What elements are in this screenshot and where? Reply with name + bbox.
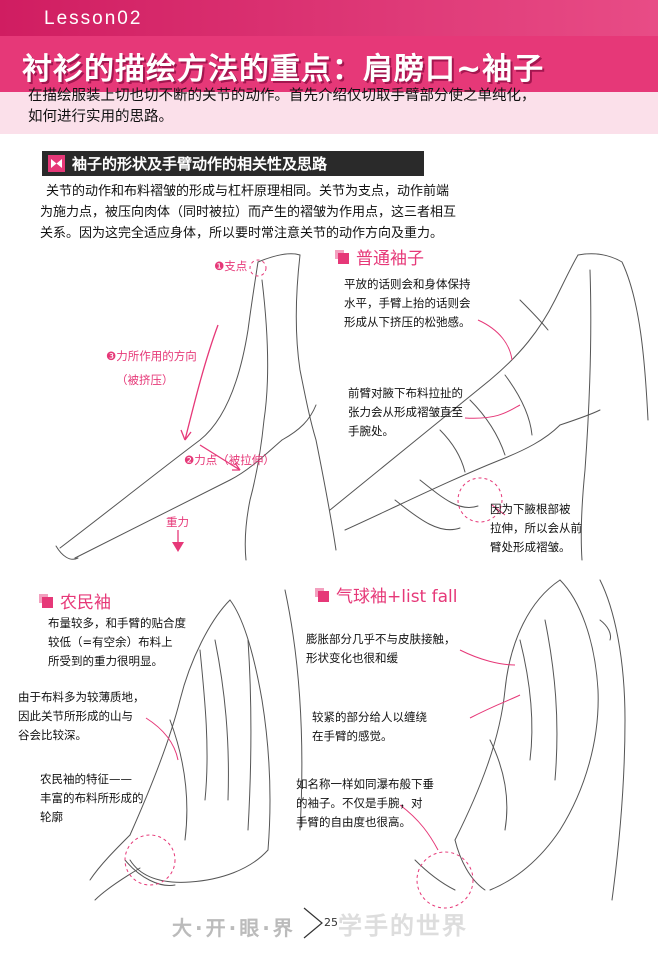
peasant-sleeve-title-text: 农民袖 [60, 593, 111, 613]
note-line: 形成从下挤压的松弛感。 [344, 315, 471, 329]
note-line: 水平，手臂上抬的话则会 [344, 296, 471, 310]
peasant-sleeve-title: 农民袖 [42, 588, 111, 613]
normal-sleeve-drawing [329, 253, 649, 561]
peasant-note-1: 布量较多，和手臂的贴合度 较低（=有空余）布料上 所受到的重力很明显。 [48, 614, 186, 671]
note-line: 的袖子。不仅是手腕，对 [296, 796, 423, 810]
note-line: 如名称一样如同瀑布般下垂 [296, 777, 434, 791]
footer-left-text: 大·开·眼·界 [172, 916, 296, 940]
note-line: 由于布料多为较薄质地， [18, 690, 145, 704]
note-line: 臂处形成褶皱。 [490, 540, 571, 554]
balloon-note-2: 较紧的部分给人以缠绕 在手臂的感觉。 [312, 708, 427, 746]
fulcrum-label: ❶支点 [214, 259, 248, 273]
title-band [0, 36, 658, 92]
normal-sleeve-title-text: 普通袖子 [356, 249, 424, 269]
section-title: 袖子的形状及手臂动作的相关性及思路 [72, 155, 328, 173]
page-divider-chevron [303, 907, 323, 939]
peasant-note-3: 农民袖的特征—— 丰富的布料所形成的 轮廓 [40, 770, 144, 827]
page-number: 25 [324, 916, 338, 929]
section-heading-bar [42, 151, 424, 176]
peasant-sleeve-drawing [89, 589, 303, 901]
note-line: 手腕处。 [348, 424, 394, 438]
note-line: 拉伸，所以会从前 [490, 521, 582, 535]
balloon-sleeve-title: 气球袖+list fall [318, 582, 457, 607]
footer-right-text: 学手的世界 [338, 912, 468, 940]
note-line: 手臂的自由度也很高。 [296, 815, 411, 829]
section-body: 关节的动作和布料褶皱的形成与杠杆原理相同。关节为支点，动作前端 为施力点，被压向… [40, 181, 510, 244]
square-marker-icon [338, 253, 349, 264]
lesson-label: Lesson02 [44, 8, 143, 29]
lesson-banner [0, 0, 658, 36]
note-line: 较紧的部分给人以缠绕 [312, 710, 427, 724]
focus-circles [124, 259, 503, 909]
leader-lines [145, 319, 521, 851]
gravity-label: 重力 [166, 515, 189, 529]
body-line: 为施力点，被压向肉体（同时被拉）而产生的褶皱为作用点，这三者相互 [40, 205, 457, 220]
note-line: 布量较多，和手臂的贴合度 [48, 616, 186, 630]
note-line: 所受到的重力很明显。 [48, 654, 163, 668]
gravity-arrow-head [172, 542, 184, 552]
force-direction-label: ❸力所作用的方向 [106, 349, 197, 363]
balloon-sleeve-drawing [414, 579, 626, 901]
square-marker-icon [318, 591, 329, 602]
intro-line: 如何进行实用的思路。 [28, 109, 173, 125]
note-line: 在手臂的感觉。 [312, 729, 393, 743]
page-title: 衬衫的描绘方法的重点：肩膀口~袖子 [22, 52, 545, 87]
force-note-label: （被挤压） [116, 373, 174, 387]
note-line: 轮廓 [40, 810, 63, 824]
peasant-note-2: 由于布料多为较薄质地， 因此关节所形成的山与 谷会比较深。 [18, 688, 145, 745]
normal-sleeve-title: 普通袖子 [338, 244, 424, 269]
intro-band [0, 92, 658, 134]
note-line: 谷会比较深。 [18, 728, 87, 742]
note-line: 因为下腋根部被 [490, 502, 571, 516]
note-line: 膨胀部分几乎不与皮肤接触， [306, 632, 456, 646]
force-point-label: ❷力点（被拉伸） [184, 453, 275, 467]
normal-note-2: 前臂对腋下布料拉扯的 张力会从形成褶皱直至 手腕处。 [348, 384, 463, 441]
body-line: 关节的动作和布料褶皱的形成与杠杆原理相同。关节为支点，动作前端 [46, 184, 450, 199]
intro-text: 在描绘服装上切也切不断的关节的动作。首先介绍仅切取手臂部分使之单纯化， 如何进行… [28, 86, 638, 128]
note-line: 平放的话则会和身体保持 [344, 277, 471, 291]
normal-note-1: 平放的话则会和身体保持 水平，手臂上抬的话则会 形成从下挤压的松弛感。 [344, 275, 471, 332]
balloon-sleeve-title-text: 气球袖+list fall [336, 587, 458, 607]
intro-line: 在描绘服装上切也切不断的关节的动作。首先介绍仅切取手臂部分使之单纯化， [28, 88, 536, 104]
square-marker-icon [42, 597, 53, 608]
normal-note-3: 因为下腋根部被 拉伸，所以会从前 臂处形成褶皱。 [490, 500, 582, 557]
balloon-note-1: 膨胀部分几乎不与皮肤接触， 形状变化也很和缓 [306, 630, 456, 668]
note-line: 因此关节所形成的山与 [18, 709, 133, 723]
note-line: 前臂对腋下布料拉扯的 [348, 386, 463, 400]
balloon-note-3: 如名称一样如同瀑布般下垂 的袖子。不仅是手腕，对 手臂的自由度也很高。 [296, 775, 434, 832]
note-line: 形状变化也很和缓 [306, 651, 398, 665]
note-line: 较低（=有空余）布料上 [48, 635, 173, 649]
bowtie-icon [48, 155, 65, 172]
body-line: 关系。因为这完全适应身体，所以要时常注意关节的动作方向及重力。 [40, 226, 444, 241]
note-line: 丰富的布料所形成的 [40, 791, 144, 805]
note-line: 农民袖的特征—— [40, 772, 132, 786]
note-line: 张力会从形成褶皱直至 [348, 405, 463, 419]
basic-arm-drawing [55, 253, 337, 561]
